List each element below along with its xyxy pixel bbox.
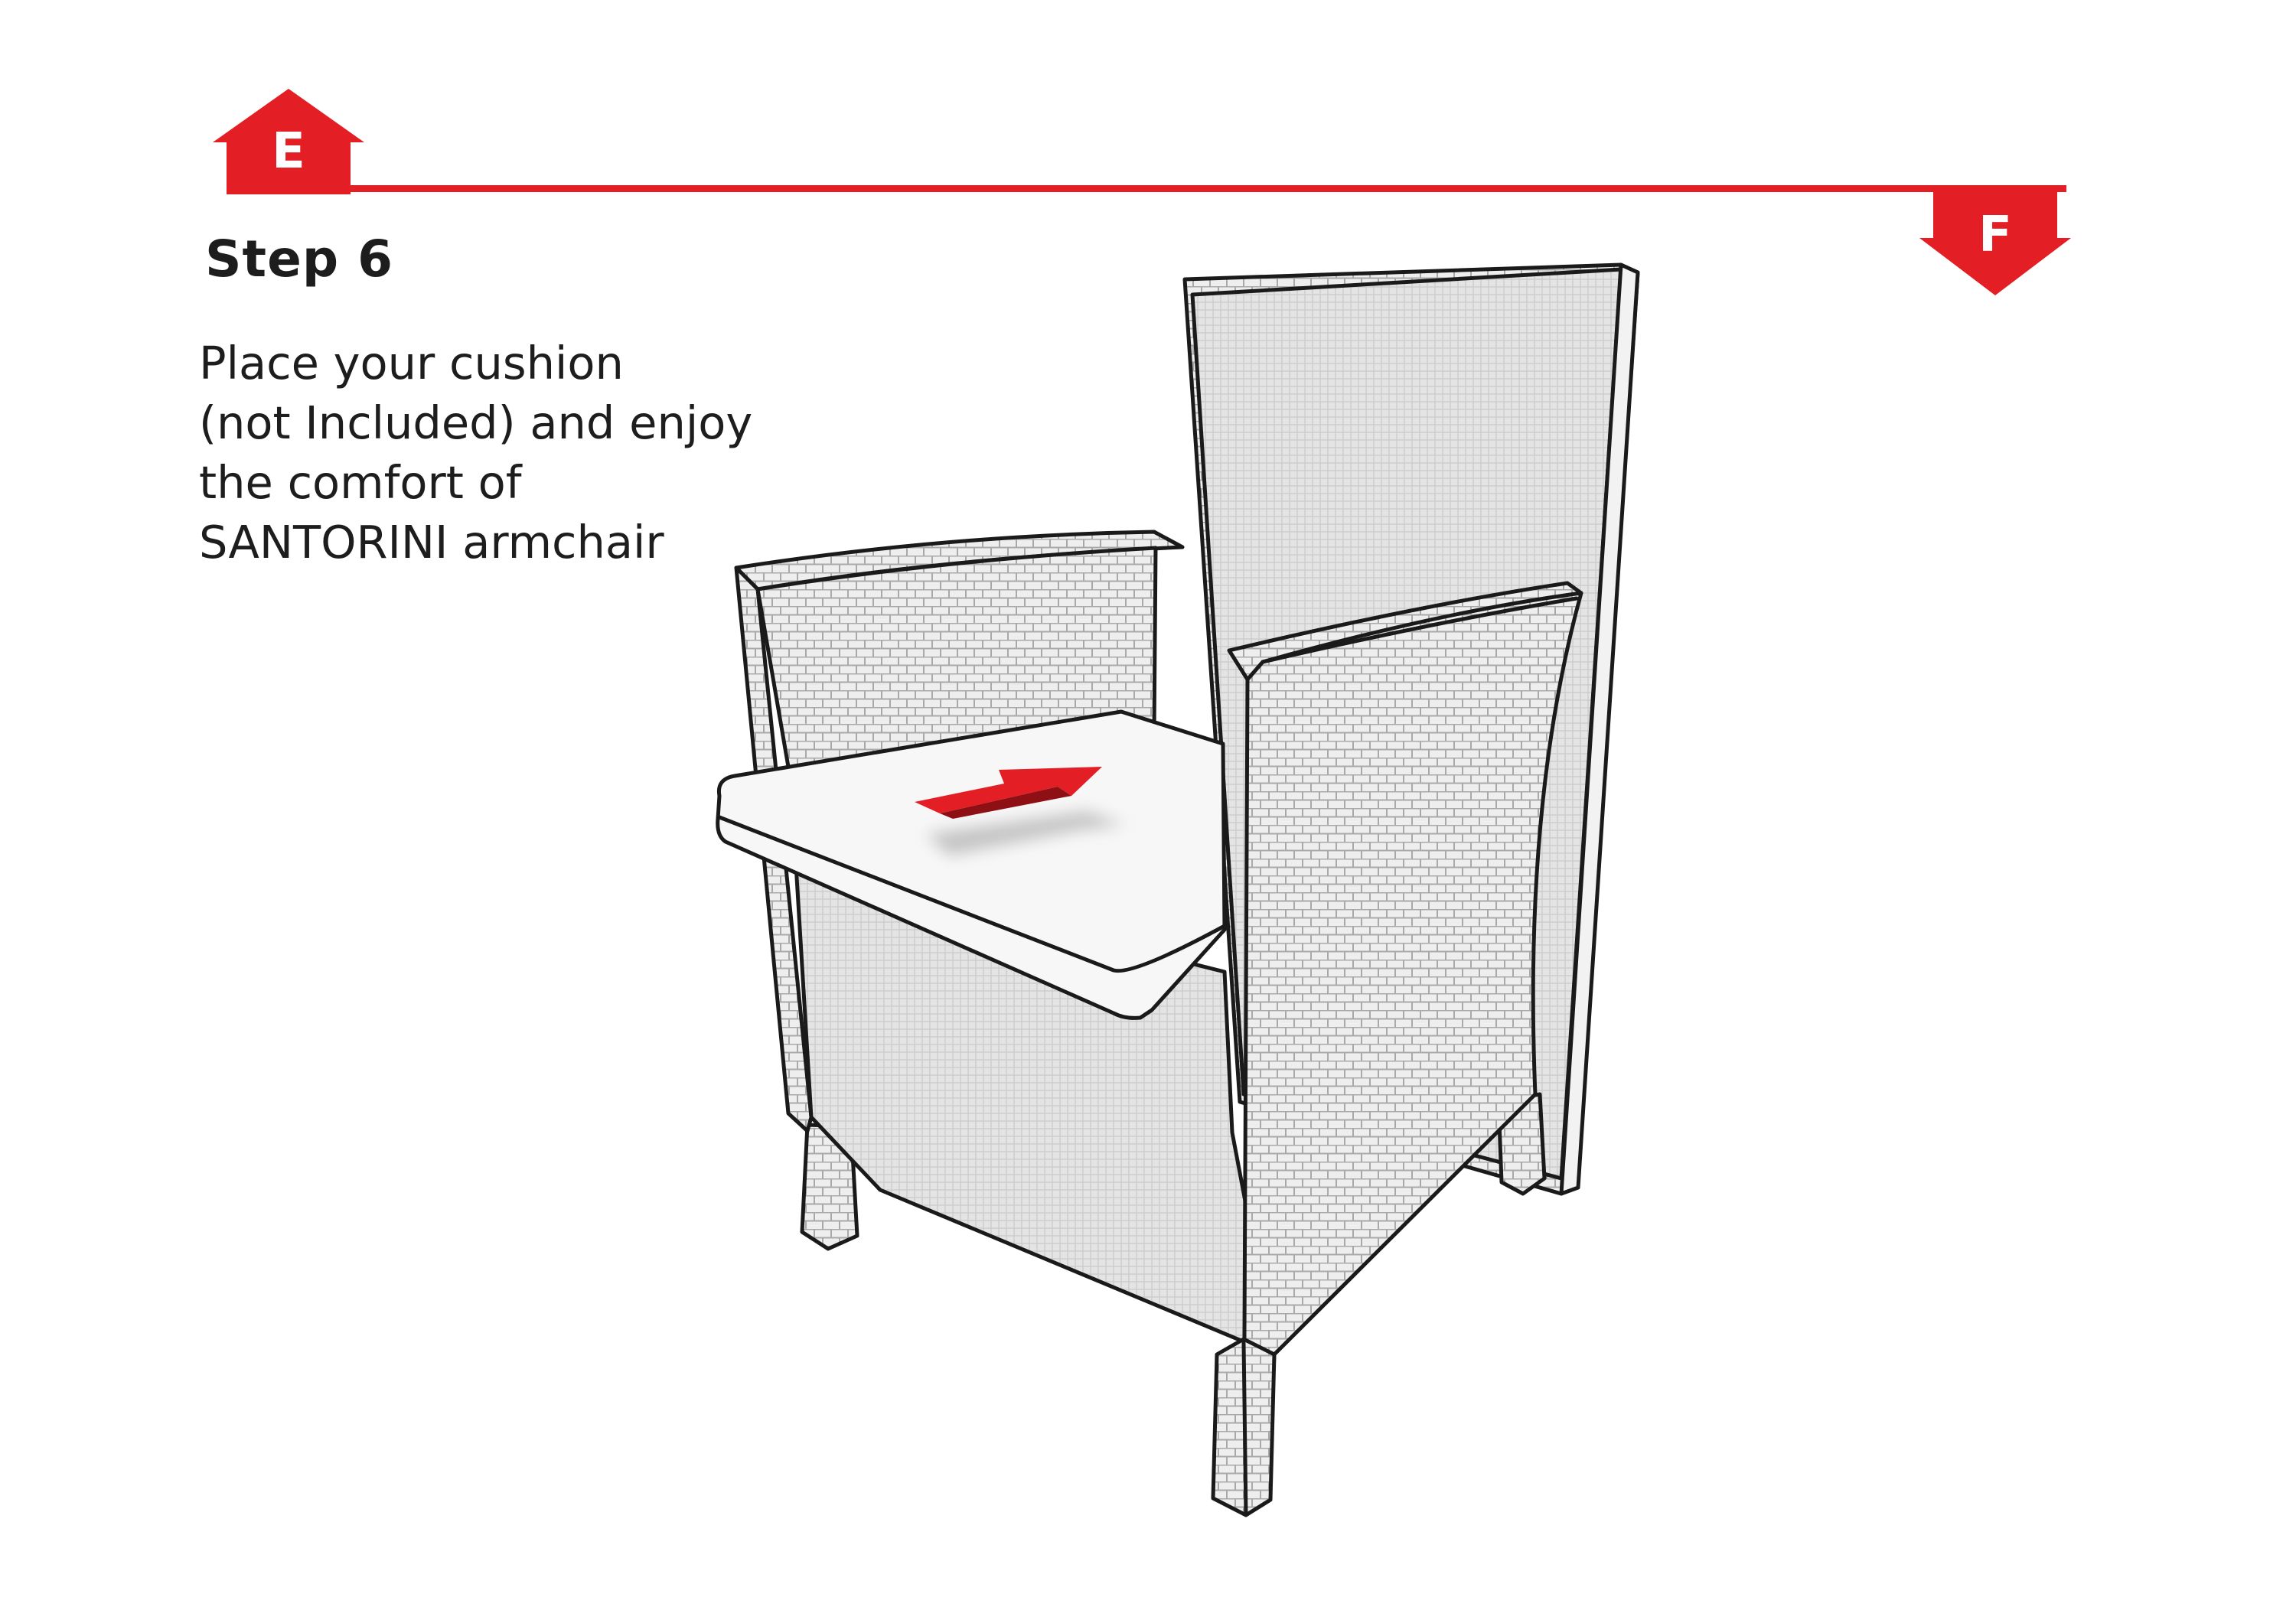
- step-title: Step 6: [205, 230, 393, 288]
- push-arrow-icon: [915, 767, 1102, 819]
- instruction-line: SANTORINI armchair: [199, 516, 664, 569]
- marker-f-label: F: [1978, 207, 2012, 263]
- marker-f-down-arrow-icon: F: [1919, 186, 2071, 295]
- section-divider-line: [230, 185, 2066, 192]
- armchair-illustration: [716, 262, 1640, 1517]
- marker-e-label: E: [272, 123, 305, 180]
- step-instructions: Place your cushion (not Included) and en…: [199, 334, 888, 572]
- instruction-line: (not Included) and enjoy: [199, 396, 753, 449]
- marker-e-up-arrow-icon: E: [213, 89, 364, 194]
- seat-cushion: [716, 709, 1227, 1020]
- instruction-line: the comfort of: [199, 456, 522, 509]
- chair-right-arm-panel: [1241, 591, 1583, 1502]
- instruction-line: Place your cushion: [199, 337, 624, 389]
- arrow-shadow: [926, 811, 1125, 855]
